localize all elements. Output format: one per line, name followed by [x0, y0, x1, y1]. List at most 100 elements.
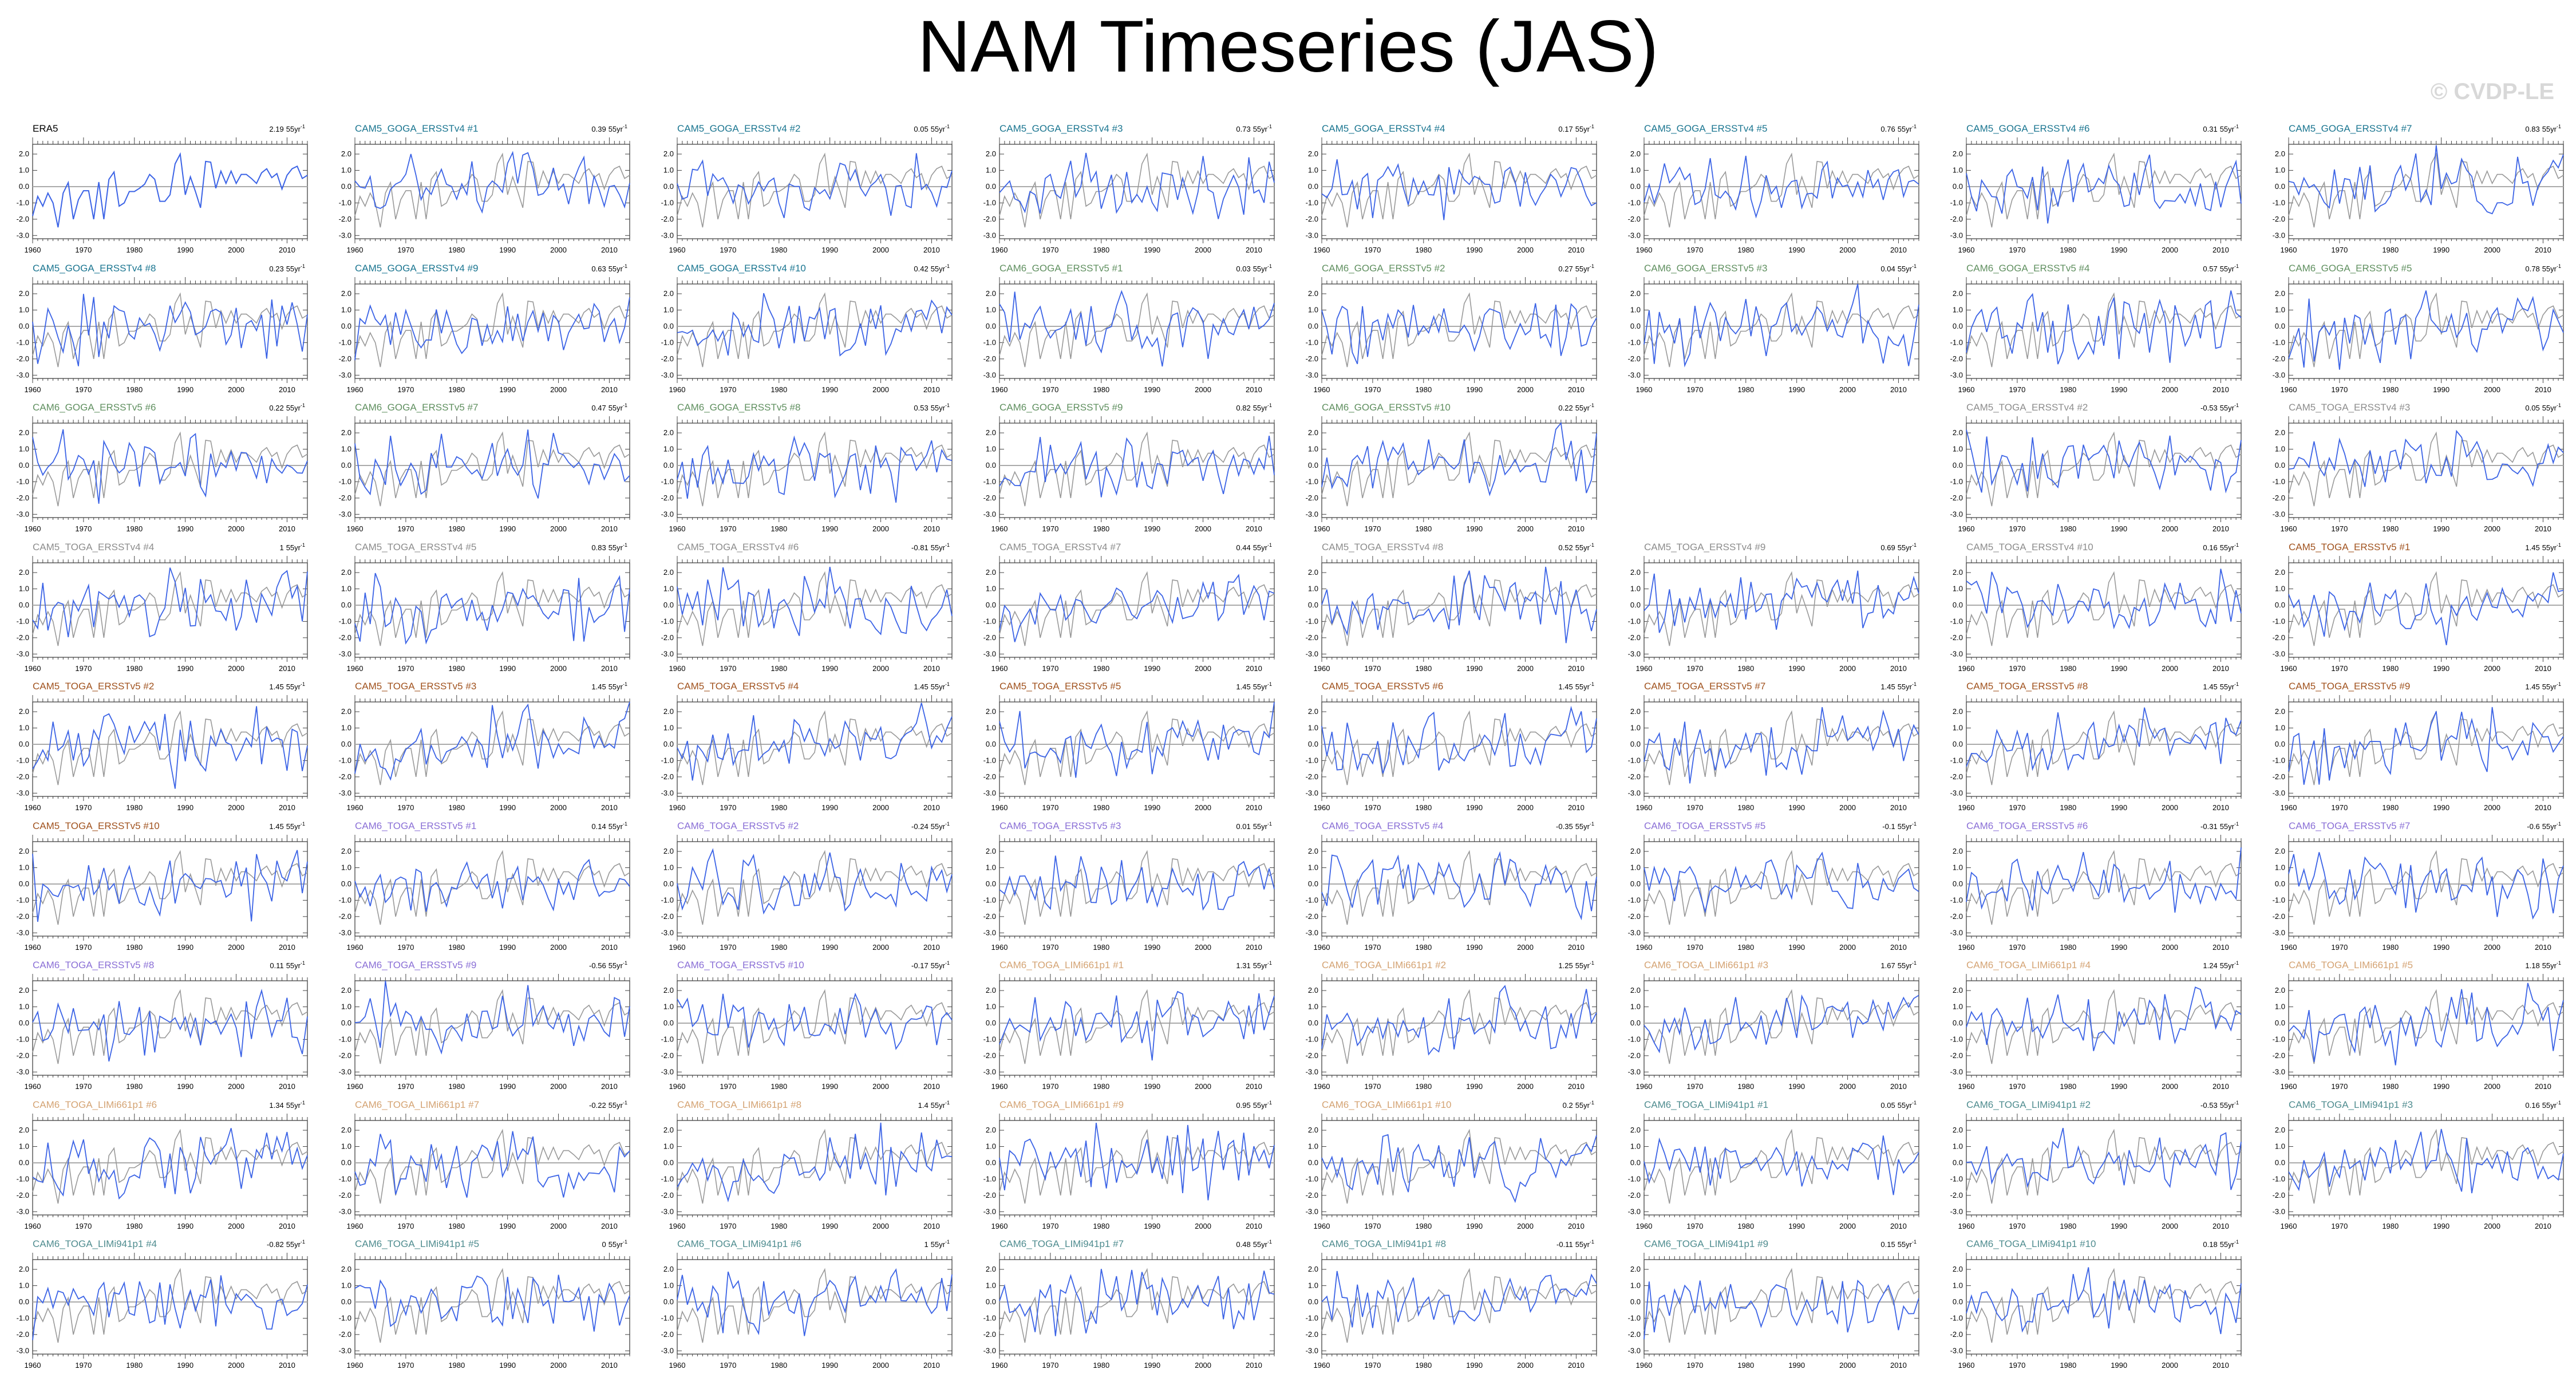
- x-tick-label: 1970: [2009, 385, 2025, 394]
- x-tick-label: 1960: [1958, 246, 1975, 254]
- x-tick-label: 1980: [2060, 664, 2076, 673]
- y-tick-label: -1.0: [2273, 617, 2285, 625]
- x-tick-label: 1990: [2433, 385, 2449, 394]
- y-tick-label: 0.0: [986, 461, 996, 469]
- plot-frame: [1643, 562, 1919, 658]
- x-tick-label: 1960: [1636, 385, 1653, 394]
- y-tick-label: -2.0: [17, 215, 29, 223]
- x-tick-label: 2010: [279, 524, 295, 533]
- panel-title: CAM6_GOGA_ERSSTv5 #4: [1966, 263, 2089, 274]
- trend-value: 0.31: [2203, 125, 2217, 133]
- trend-value: 1.45: [914, 682, 928, 691]
- y-tick-label: -3.0: [17, 649, 29, 658]
- x-tick-label: 1990: [177, 803, 193, 812]
- trend-exponent: -1: [623, 263, 627, 269]
- trend-unit: 55yr: [286, 682, 301, 691]
- y-tick-label: 1.0: [2275, 166, 2285, 175]
- y-tick-label: 0.0: [1630, 600, 1641, 609]
- panel-title: CAM5_GOGA_ERSSTv4 #7: [2289, 123, 2412, 134]
- y-tick-label: 2.0: [19, 707, 29, 716]
- y-tick-label: 2.0: [1308, 568, 1318, 577]
- x-tick-label: 1980: [1737, 385, 1754, 394]
- x-tick-label: 2000: [1839, 385, 1856, 394]
- plot-frame: [354, 144, 630, 239]
- model-series-line: [32, 567, 308, 637]
- x-tick-label: 2000: [2162, 246, 2178, 254]
- y-tick-label: -2.0: [339, 772, 351, 781]
- x-tick-label: 1980: [126, 664, 143, 673]
- y-tick-label: -3.0: [661, 231, 674, 239]
- y-tick-label: 0.0: [1308, 182, 1318, 191]
- plot-frame: [999, 144, 1275, 239]
- panel-title: CAM5_GOGA_ERSSTv4 #4: [1322, 123, 1445, 134]
- x-tick-label: 2010: [1568, 524, 1585, 533]
- plot-frame: [32, 562, 308, 658]
- y-tick-label: -3.0: [2273, 231, 2285, 239]
- trend-value: 0.03: [1236, 265, 1250, 273]
- x-tick-label: 1980: [2382, 246, 2399, 254]
- obs-reference-line: [1321, 570, 1597, 646]
- y-tick-label: -2.0: [339, 633, 351, 641]
- plot-frame: [999, 562, 1275, 658]
- x-tick-label: 1990: [1466, 664, 1483, 673]
- y-tick-label: 2.0: [663, 289, 674, 298]
- y-tick-label: -2.0: [983, 354, 996, 362]
- x-tick-label: 2000: [2484, 246, 2500, 254]
- model-series-line: [1643, 155, 1919, 219]
- x-tick-label: 1990: [1466, 524, 1483, 533]
- model-series-line: [1321, 421, 1597, 496]
- y-tick-label: -1.0: [983, 477, 996, 486]
- x-tick-label: 2000: [228, 664, 244, 673]
- x-tick-label: 1990: [1144, 664, 1160, 673]
- trend-value: 0.05: [914, 125, 928, 133]
- panel-title: CAM6_GOGA_ERSSTv5 #3: [1644, 263, 1767, 274]
- obs-reference-line: [1643, 570, 1919, 646]
- trend-unit: 55yr: [609, 682, 623, 691]
- obs-reference-line: [1321, 152, 1597, 228]
- y-tick-label: -3.0: [1306, 649, 1318, 658]
- y-tick-label: -3.0: [661, 510, 674, 518]
- y-tick-label: 0.0: [1953, 600, 1963, 609]
- x-tick-label: 1990: [2111, 385, 2127, 394]
- y-tick-label: -3.0: [2273, 649, 2285, 658]
- y-tick-label: -2.0: [17, 633, 29, 641]
- y-tick-label: -3.0: [661, 370, 674, 379]
- x-tick-label: 1960: [991, 385, 1008, 394]
- x-tick-label: 1960: [1958, 385, 1975, 394]
- y-tick-label: -2.0: [1628, 633, 1641, 641]
- obs-reference-line: [2288, 152, 2564, 228]
- y-tick-label: 0.0: [986, 321, 996, 330]
- panel-title: CAM6_GOGA_ERSSTv5 #6: [33, 402, 156, 413]
- plot-frame: [2288, 423, 2564, 518]
- panel-title: CAM6_GOGA_ERSSTv5 #8: [677, 402, 800, 413]
- trend-exponent: -1: [945, 263, 950, 269]
- trend-value: 0.22: [1558, 404, 1573, 412]
- trend-value: 0.63: [591, 265, 606, 273]
- y-tick-label: -1.0: [1306, 617, 1318, 625]
- y-tick-label: 1.0: [986, 584, 996, 593]
- y-tick-label: 0.0: [663, 461, 674, 469]
- y-tick-label: -2.0: [339, 215, 351, 223]
- x-tick-label: 1990: [1466, 385, 1483, 394]
- y-tick-label: 2.0: [1308, 149, 1318, 158]
- y-tick-label: -1.0: [1306, 338, 1318, 346]
- x-tick-label: 1980: [126, 385, 143, 394]
- obs-reference-line: [354, 570, 630, 646]
